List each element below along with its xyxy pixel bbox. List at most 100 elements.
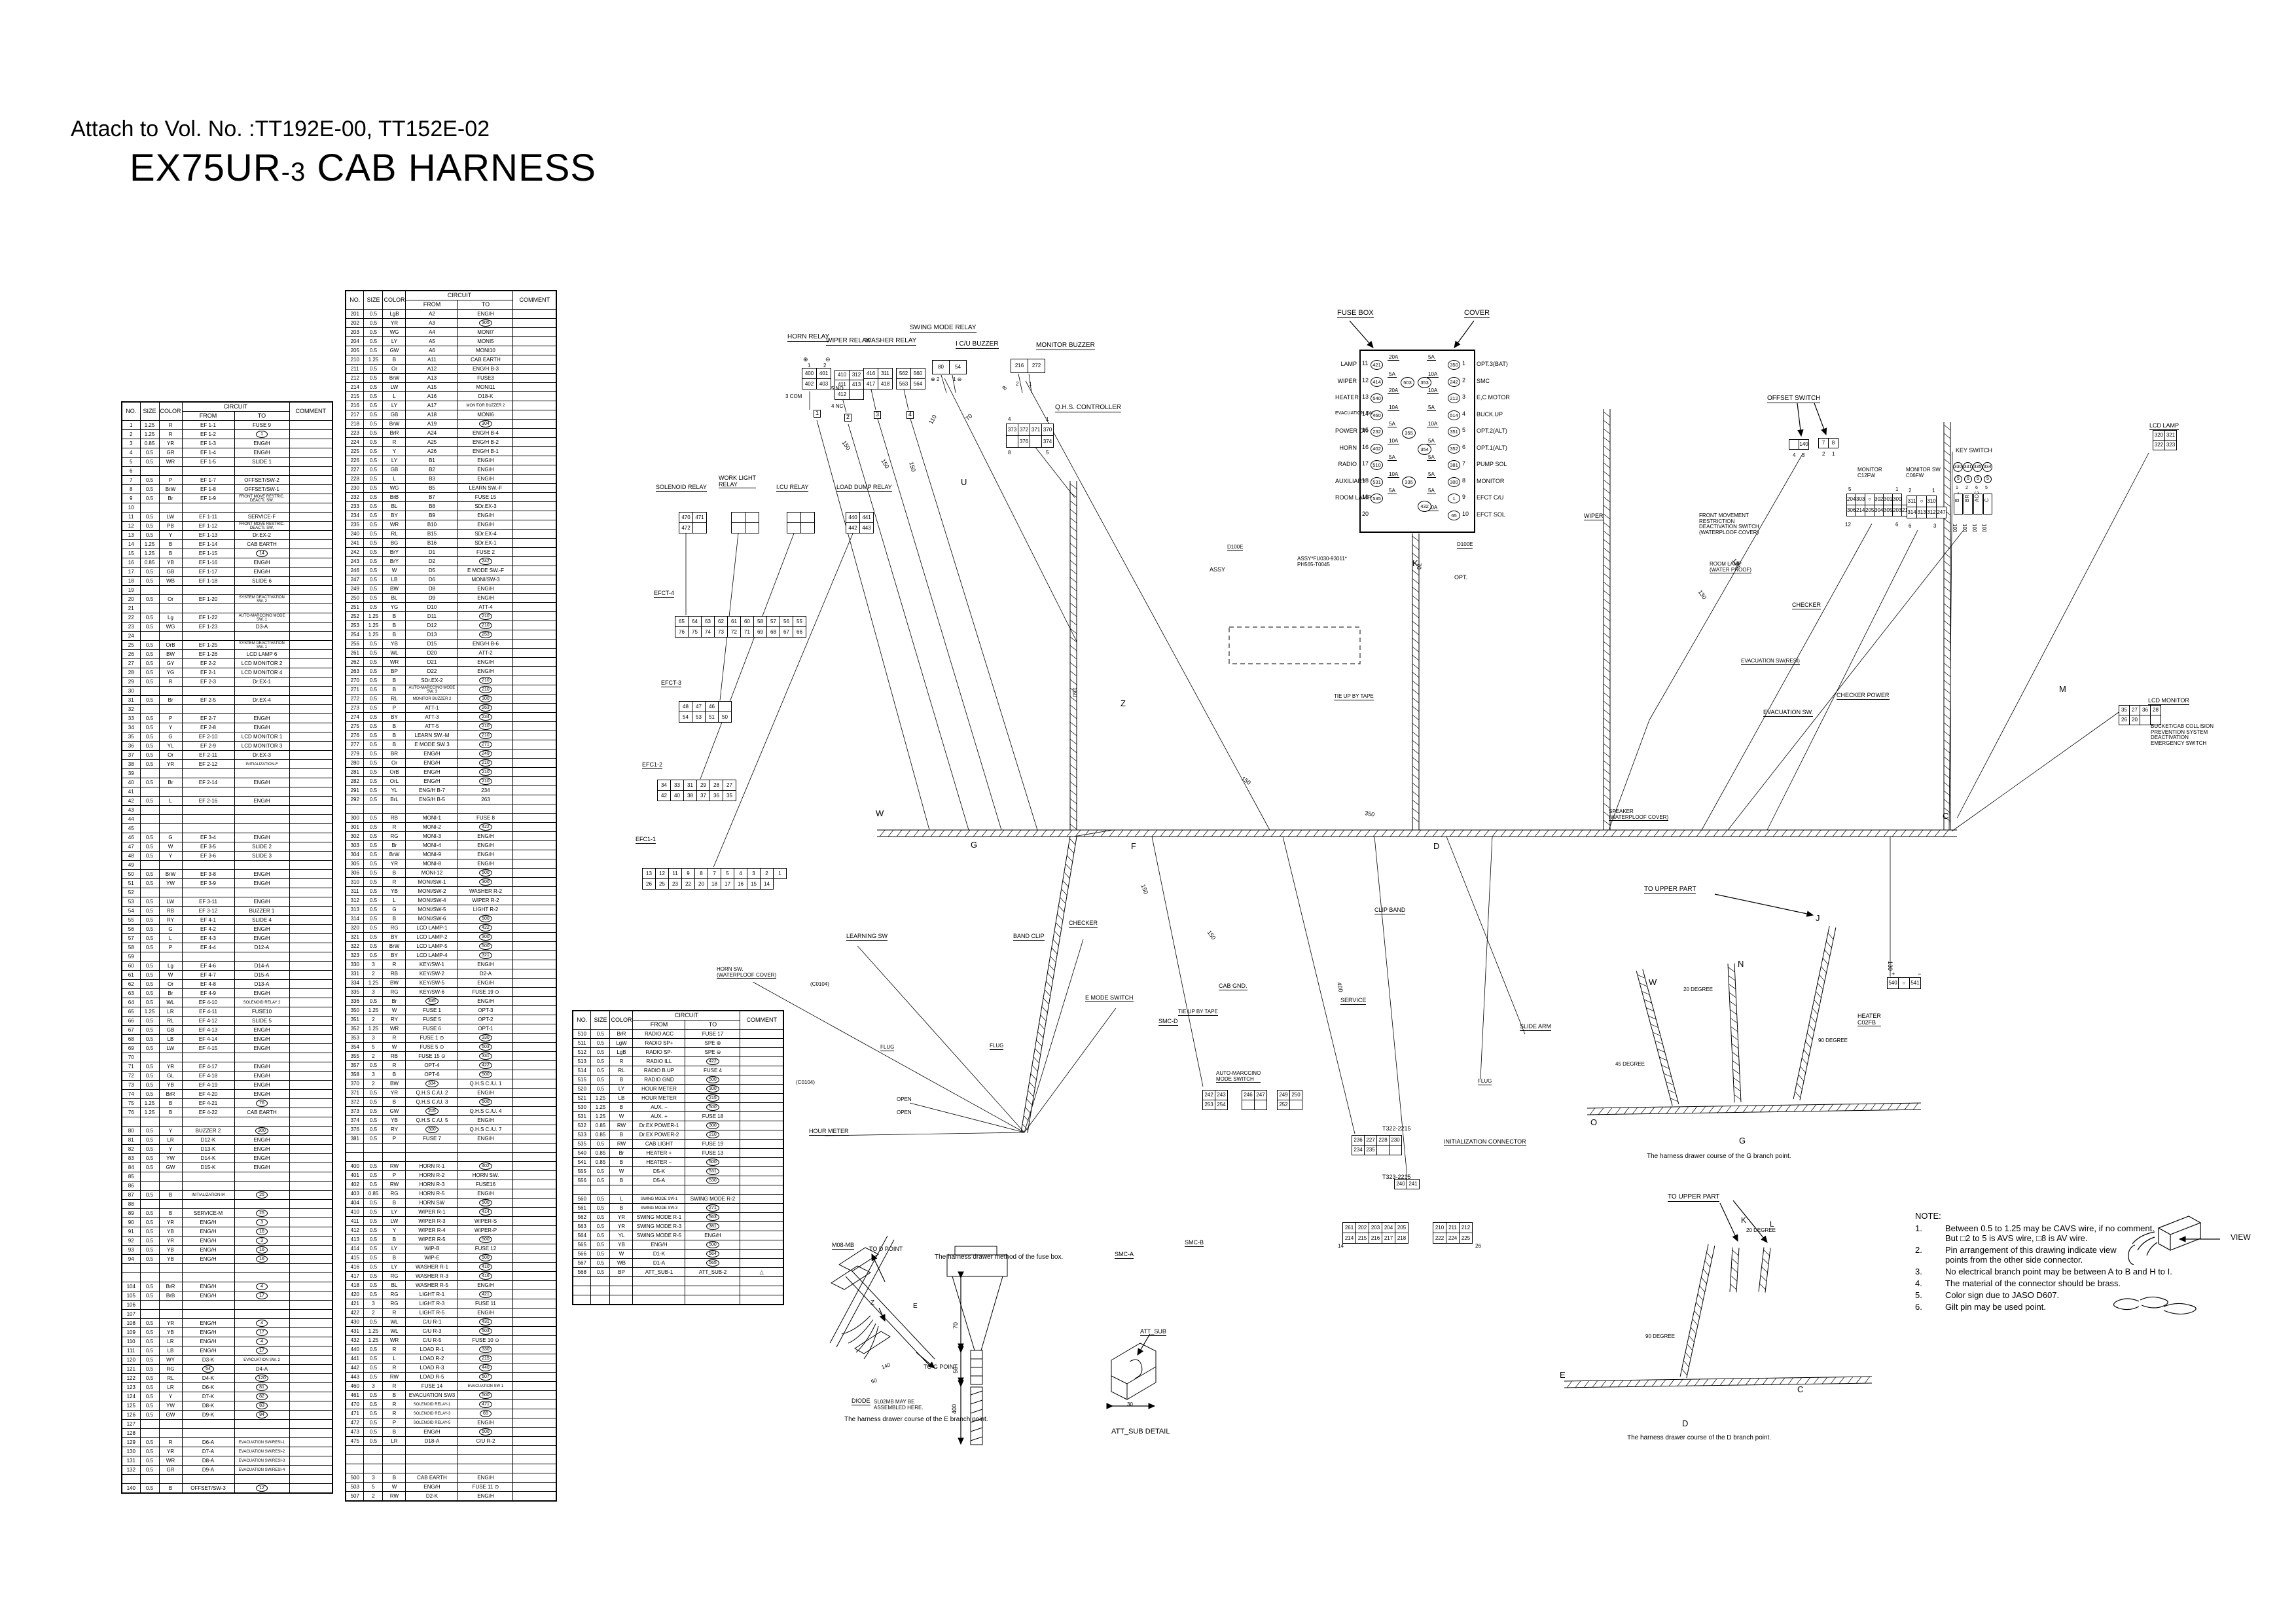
table-cell: LOAD R-3 xyxy=(405,1363,459,1373)
table-row: 52 xyxy=(121,888,333,897)
table-cell: 0.5 xyxy=(139,1392,160,1401)
table-cell: GY xyxy=(158,659,183,668)
table-cell: 0.5 xyxy=(139,1382,160,1392)
qhs-pin: 8 xyxy=(1008,450,1011,456)
table-cell: 335 xyxy=(345,987,365,997)
connector-pin-cell xyxy=(731,512,745,523)
relay-tag: 2 xyxy=(844,414,852,422)
table-cell: 432 xyxy=(345,1335,365,1345)
table-cell xyxy=(289,1190,333,1200)
table-cell xyxy=(345,1445,365,1455)
lcd-lamp-label: LCD LAMP xyxy=(2149,422,2179,430)
table-cell xyxy=(289,1025,333,1035)
table-cell xyxy=(512,1427,557,1437)
table-cell xyxy=(181,1419,235,1429)
table-cell: ENG/H xyxy=(457,1491,514,1502)
table-cell: 0.5 xyxy=(139,1163,160,1172)
table-cell xyxy=(512,538,557,548)
table-cell: LIGHT R-5 xyxy=(405,1308,459,1318)
table-cell: SPE ⊖ xyxy=(685,1047,741,1057)
table-cell xyxy=(512,712,557,722)
load-dump-relay-label: LOAD DUMP RELAY xyxy=(836,484,892,492)
table-cell: OPT-6 xyxy=(405,1070,459,1079)
table-cell: 3 xyxy=(234,1236,290,1246)
assy-label: ASSY xyxy=(1210,566,1226,573)
fuse-node-ref: 503 xyxy=(1401,377,1414,388)
degree-label: 90 DEGREE xyxy=(1818,1038,1848,1043)
table-cell: B xyxy=(382,731,406,740)
connector-pin-cell: 72 xyxy=(727,626,741,638)
table-cell: 304 xyxy=(457,419,514,429)
table-cell: D2-K xyxy=(405,1491,459,1502)
connector-pin-cell: 416 xyxy=(863,368,878,379)
table-cell: 0.5 xyxy=(139,1126,160,1136)
evacuation-swres-label: EVACUATION SW(RESI) xyxy=(1741,658,1800,665)
connector-pin-cell: 38 xyxy=(683,790,697,801)
table-header: CIRCUIT xyxy=(405,290,514,300)
table-cell: Br xyxy=(158,695,183,705)
fuse-amp: 20A xyxy=(1388,388,1400,394)
table-cell: 0.5 xyxy=(363,346,384,355)
table-cell: 62 xyxy=(121,979,141,989)
table-cell: B xyxy=(609,1102,634,1112)
table-cell: D7-A xyxy=(181,1447,235,1456)
table-cell: 0.5 xyxy=(363,923,384,933)
table-cell: B xyxy=(382,1390,406,1400)
table-cell xyxy=(512,456,557,465)
table-header: COLOR xyxy=(158,401,183,421)
table-cell xyxy=(740,1276,784,1286)
table-cell: WIPER R-1 xyxy=(405,1207,459,1217)
table-cell xyxy=(158,604,183,613)
table-cell xyxy=(609,1295,634,1305)
table-cell: MONI/SW-1 xyxy=(405,877,459,887)
branch-letter: U xyxy=(961,477,967,487)
table-cell: 211 xyxy=(345,364,365,374)
key-switch-label: KEY SWITCH xyxy=(1956,447,1992,454)
table-cell: 234 xyxy=(345,511,365,520)
table-cell: 0.5 xyxy=(363,1436,384,1446)
table-cell: LCD LAMP 6 xyxy=(234,649,290,659)
table-cell: 214 xyxy=(345,382,365,392)
key-switch-terminal: C xyxy=(1983,494,1992,514)
table-cell: B xyxy=(382,868,406,878)
table-row: 45 xyxy=(121,823,333,833)
table-cell xyxy=(234,1309,290,1319)
connector-pin-cell: 311 xyxy=(878,368,893,379)
table-cell xyxy=(289,549,333,558)
connector-pin-cell: 25 xyxy=(655,878,669,890)
table-cell: 500 xyxy=(685,1157,741,1167)
table-cell: Y xyxy=(158,1392,183,1401)
table-cell: SERVICE-F xyxy=(234,512,290,522)
table-cell xyxy=(405,1152,459,1162)
table-cell xyxy=(512,593,557,603)
table-cell xyxy=(740,1139,784,1149)
table-cell: WG xyxy=(382,483,406,493)
table-cell: OPT-4 xyxy=(405,1060,459,1070)
connector-pin-cell: 55 xyxy=(793,616,806,627)
table-cell: HORN R-1 xyxy=(405,1161,459,1171)
table-cell: B xyxy=(609,1203,634,1213)
table-cell: EF 2-7 xyxy=(181,713,235,723)
table-cell: 85 xyxy=(121,1172,141,1182)
table-cell xyxy=(512,1134,557,1144)
table-cell: D12 xyxy=(405,621,459,630)
table-cell: 64 xyxy=(121,998,141,1007)
table-cell xyxy=(512,1445,557,1455)
table-cell: 0.5 xyxy=(363,666,384,676)
table-cell: 292 xyxy=(345,795,365,804)
key-switch-size: 5 xyxy=(1964,475,1972,483)
table-cell: 0.5 xyxy=(363,456,384,465)
table-cell: GB xyxy=(382,465,406,475)
fuse-left-label: HORN xyxy=(1339,444,1357,451)
